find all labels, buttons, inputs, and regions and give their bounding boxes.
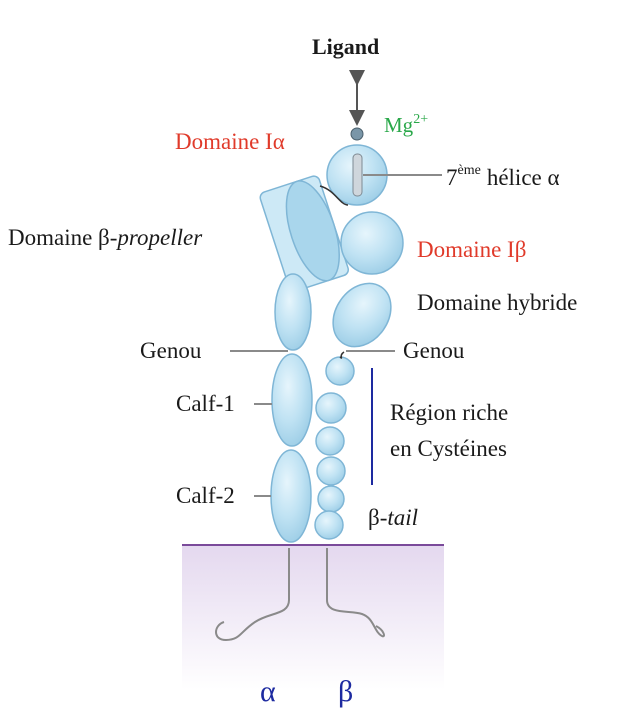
cysteine-region-label-line1: Région riche bbox=[390, 400, 508, 425]
cysteine-region-label-line2: en Cystéines bbox=[390, 436, 507, 461]
beta-propeller-label: Domaine β-propeller bbox=[8, 225, 203, 250]
calf1-domain bbox=[272, 354, 312, 446]
thigh-domain bbox=[275, 274, 311, 350]
hybrid-domain bbox=[321, 272, 403, 358]
domaine-i-alpha-label: Domaine Iα bbox=[175, 129, 285, 154]
i-beta-domain bbox=[341, 212, 403, 274]
egf-domain-2 bbox=[316, 393, 346, 423]
ligand-label: Ligand bbox=[312, 34, 379, 59]
egf-domain-1 bbox=[326, 357, 354, 385]
alpha-subunit-label: α bbox=[260, 675, 276, 708]
beta-chain bbox=[315, 145, 403, 539]
beta-tail-domain-2 bbox=[315, 511, 343, 539]
egf-domain-4 bbox=[317, 457, 345, 485]
seventh-helix bbox=[353, 154, 362, 196]
mg-label: Mg2+ bbox=[384, 112, 428, 137]
domaine-hybride-label: Domaine hybride bbox=[417, 290, 577, 315]
beta-tail-domain-1 bbox=[318, 486, 344, 512]
calf2-label: Calf-2 bbox=[176, 483, 235, 508]
calf1-label: Calf-1 bbox=[176, 391, 235, 416]
domaine-i-beta-label: Domaine Iβ bbox=[417, 237, 526, 262]
calf2-domain bbox=[271, 450, 311, 542]
beta-subunit-label: β bbox=[338, 675, 353, 708]
mg-ion bbox=[351, 128, 363, 140]
beta-tail-label: β-tail bbox=[368, 505, 418, 530]
genou-left-label: Genou bbox=[140, 338, 202, 363]
cell-membrane bbox=[182, 545, 444, 690]
egf-domain-3 bbox=[316, 427, 344, 455]
genou-right-label: Genou bbox=[403, 338, 465, 363]
